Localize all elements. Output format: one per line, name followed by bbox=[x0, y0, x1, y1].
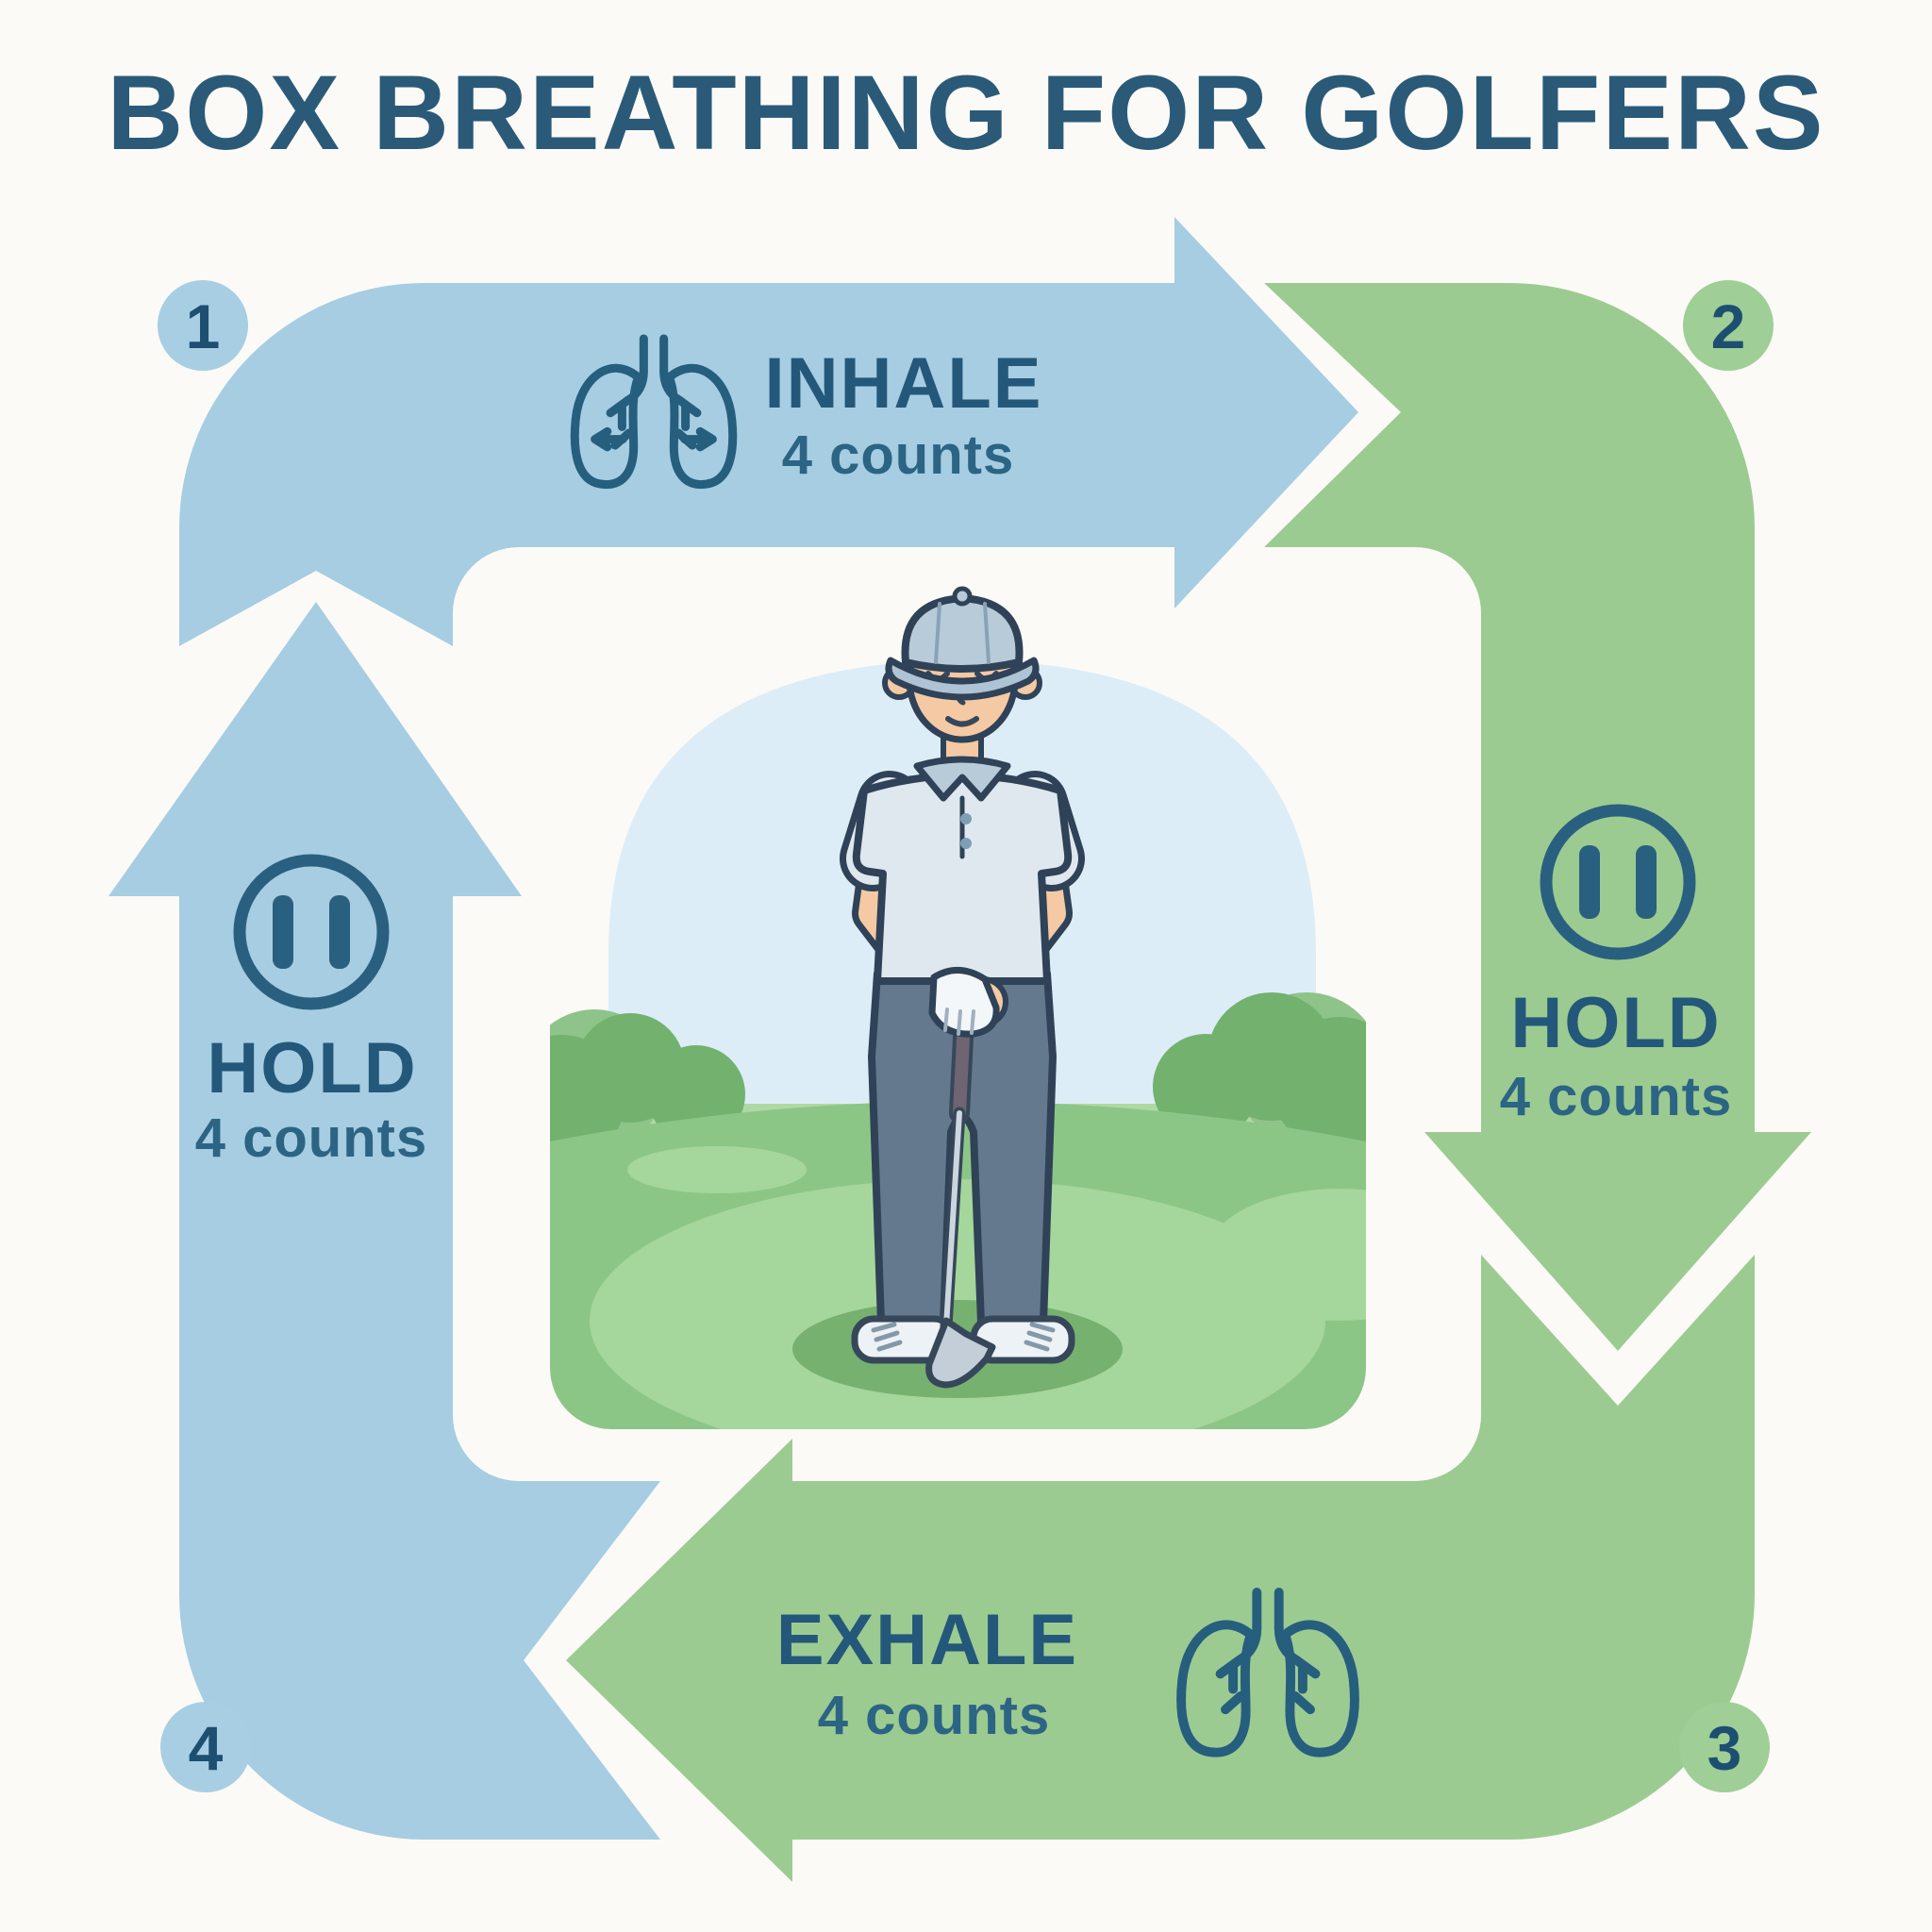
golf-glove bbox=[928, 967, 1000, 1038]
hold-right-label: HOLD bbox=[1510, 983, 1721, 1063]
exhale-label: EXHALE bbox=[776, 1600, 1078, 1680]
inhale-label: INHALE bbox=[765, 343, 1043, 424]
bushes bbox=[550, 992, 1366, 1189]
golf-cap bbox=[901, 594, 1024, 673]
step-2-badge: 2 bbox=[1683, 280, 1774, 371]
inhale-arrow-band bbox=[179, 217, 1358, 646]
club-head bbox=[925, 1317, 996, 1389]
step-4-badge: 4 bbox=[160, 1702, 251, 1792]
collar bbox=[913, 756, 1011, 802]
step-3-number: 3 bbox=[1707, 1713, 1742, 1783]
inhale-counts: 4 counts bbox=[782, 425, 1015, 486]
step-3-badge: 3 bbox=[1679, 1702, 1770, 1792]
step-1-number: 1 bbox=[186, 291, 221, 361]
hold-right-counts: 4 counts bbox=[1500, 1066, 1733, 1127]
exhale-arrow-band bbox=[566, 1255, 1755, 1882]
golf-scene bbox=[550, 586, 1366, 1429]
club-shaft bbox=[943, 1110, 962, 1329]
hold-right-arrow-band bbox=[1264, 283, 1811, 1351]
step-2-number: 2 bbox=[1711, 291, 1746, 361]
hold-left-counts: 4 counts bbox=[195, 1108, 428, 1169]
lungs-icon bbox=[575, 339, 732, 485]
step-4-number: 4 bbox=[189, 1713, 224, 1783]
step-1-badge: 1 bbox=[158, 280, 248, 371]
golfer-illustration bbox=[840, 586, 1085, 1389]
exhale-counts: 4 counts bbox=[818, 1685, 1051, 1746]
page-title: BOX BREATHING FOR GOLFERS bbox=[107, 54, 1824, 172]
hold-left-label: HOLD bbox=[207, 1028, 417, 1108]
cap-brim bbox=[885, 657, 1040, 701]
